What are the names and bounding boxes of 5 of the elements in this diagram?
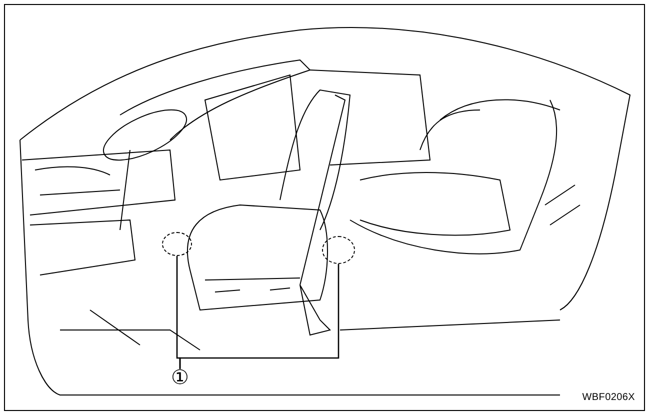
leader-line xyxy=(179,264,340,369)
dashed-circle xyxy=(322,236,355,264)
figure-code: WBF0206X xyxy=(582,392,635,403)
dashed-circle xyxy=(162,232,192,256)
callout-number: ① xyxy=(168,367,192,389)
